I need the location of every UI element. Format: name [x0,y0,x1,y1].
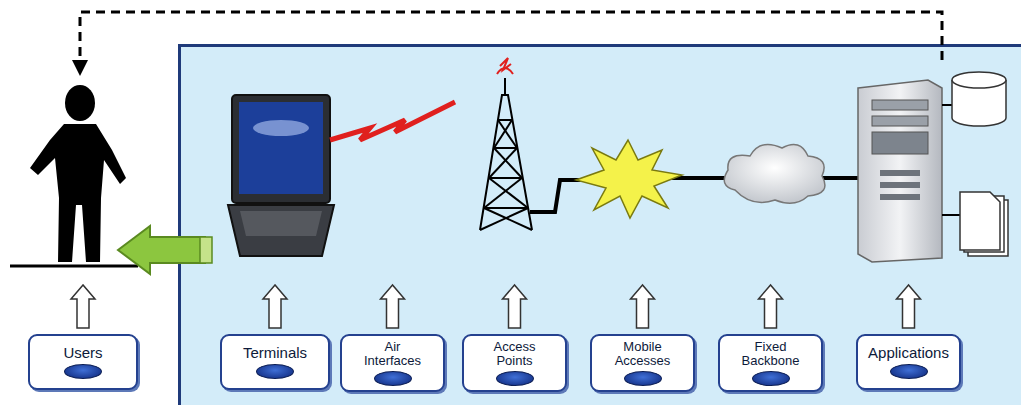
oval-button [496,371,534,386]
arrowhead [72,60,88,76]
label-text: Air Interfaces [358,340,428,367]
ground-line [10,265,138,268]
up-arrow [631,285,655,328]
label-box: Applications [856,334,961,390]
label-text: Mobile Accesses [608,340,678,367]
green-arrow-tail [200,237,212,263]
oval-button [624,371,662,386]
oval-button [374,371,412,386]
oval-button [256,364,294,379]
label-box: Terminals [220,334,330,390]
laptop [228,95,334,256]
label-text: Applications [868,345,949,361]
label-text: Users [63,345,102,361]
up-arrow [897,285,921,328]
documents [960,192,1008,256]
up-arrow [71,285,95,328]
database [952,72,1006,126]
label-box: Air Interfaces [340,334,445,392]
panel [180,46,1021,405]
oval-button [64,364,102,379]
up-arrow [759,285,783,328]
label-box: Fixed Backbone [718,334,823,392]
label-box: Users [28,334,138,390]
label-text: Terminals [243,345,307,361]
oval-button [752,371,790,386]
wire [530,180,585,212]
label-box: Access Points [462,334,567,392]
tower [480,78,532,230]
label-box: Mobile Accesses [590,334,695,392]
wire [942,214,960,216]
up-arrow [381,285,405,328]
mobile-access-burst [576,140,682,218]
antenna [497,58,513,74]
up-arrow [263,285,287,328]
up-arrow [503,285,527,328]
radio-link [330,102,455,140]
label-text: Fixed Backbone [736,340,806,367]
oval-button [890,364,928,379]
green-arrow [118,226,205,274]
server [858,80,942,262]
feedback-arrow [80,12,942,60]
up-arrows [71,285,921,328]
wire [942,104,952,106]
backbone-cloud [724,144,825,203]
label-text: Access Points [480,340,550,367]
user-figure [30,85,126,262]
